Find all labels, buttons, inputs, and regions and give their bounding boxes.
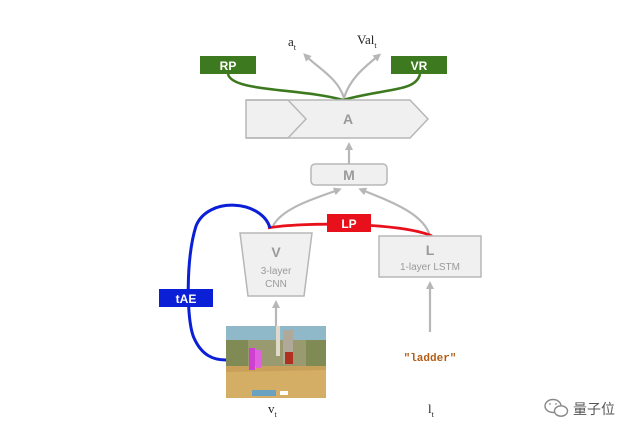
action-module-label: A [343, 111, 353, 127]
tae-box: tAE [159, 289, 213, 307]
mixing-module-label: M [343, 167, 355, 183]
rp-label: RP [220, 59, 237, 73]
mixing-module: M [310, 163, 388, 186]
arrow-to-value [342, 53, 382, 99]
output-arrows [303, 53, 382, 99]
vision-module-line1: 3-layer [261, 266, 292, 277]
rp-box: RP [200, 56, 256, 74]
wechat-icon [544, 398, 569, 417]
game-frame-image [226, 326, 326, 398]
lp-box: LP [327, 214, 371, 232]
tae-label: tAE [176, 292, 197, 306]
watermark-text: 量子位 [573, 401, 615, 417]
action-label: at [288, 34, 297, 52]
vr-label: VR [411, 59, 428, 73]
merge-arrows [272, 187, 432, 237]
tae-loop [186, 203, 272, 362]
instruction-text: "ladder" [404, 353, 457, 365]
auxiliary-connectors [226, 73, 422, 102]
vr-connector [342, 73, 422, 102]
vision-module-title: V [271, 244, 281, 260]
vision-module-line2: CNN [265, 279, 287, 290]
rp-connector [226, 73, 344, 102]
arrow-to-action [303, 53, 346, 99]
value-label: Valt [357, 32, 377, 50]
visual-input-label: vt [268, 401, 278, 419]
vr-box: VR [391, 56, 447, 74]
action-module: A [245, 99, 430, 139]
lp-label: LP [341, 217, 356, 231]
watermark: 量子位 [544, 398, 615, 417]
vision-module: V 3-layer CNN [239, 232, 313, 297]
action-module-inner-chevron [246, 99, 308, 139]
language-module-title: L [426, 242, 435, 258]
arrow-l-to-m [358, 187, 432, 237]
arrow-v-to-m [272, 187, 342, 227]
language-module: L 1-layer LSTM [378, 235, 482, 278]
language-input-label: lt [428, 401, 435, 419]
language-module-line1: 1-layer LSTM [400, 262, 460, 273]
